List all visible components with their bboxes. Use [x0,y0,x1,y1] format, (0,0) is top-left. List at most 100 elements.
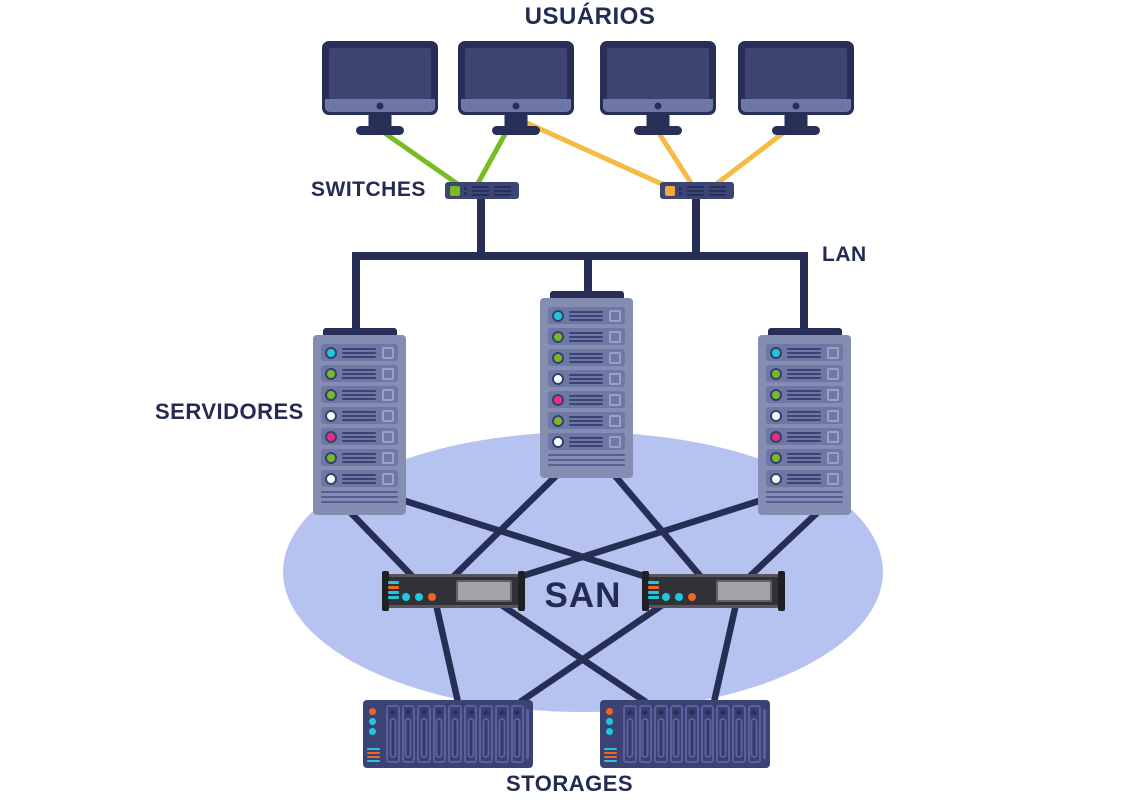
storage-led-dots [606,708,613,735]
server-rack-unit [766,365,843,382]
storage-drive-slot [479,705,493,763]
server-rack-unit [321,344,398,361]
server-unit-port [827,430,839,443]
san-bottom-edge [648,605,779,608]
server-top-cap [549,291,624,298]
server-unit-lines [787,452,821,463]
server-unit-lines [342,368,376,379]
storage-drive-bays [386,705,525,763]
server-unit-lines [569,310,603,321]
server-rack-unit [548,328,625,345]
monitor-stand-neck [504,113,528,130]
server-unit-led [770,367,782,380]
monitor-camera-dot [792,102,800,109]
server-unit-led [770,388,782,401]
server-unit-led [325,388,337,401]
switch-vent [709,185,726,196]
switch-2 [660,182,734,199]
server-unit-led [325,367,337,380]
server-unit-lines [569,415,603,426]
switch-1 [445,182,519,199]
server-rack-unit [766,428,843,445]
server-1 [313,328,406,515]
server-unit-port [609,309,621,322]
storage-end-bar [526,709,529,759]
server-unit-lines [787,473,821,484]
monitor-stand-neck [784,113,808,130]
storage-drive-slot [669,705,684,763]
storage-led-bars [604,748,617,762]
switch-vent [472,185,489,196]
switch-status-led [450,185,460,196]
server-rack-unit [766,344,843,361]
storage-drive-slot [463,705,478,763]
monitor-stand-base [634,126,682,135]
server-unit-lines [569,436,603,447]
monitor-camera-dot [654,102,662,109]
san-led-bars [388,581,399,599]
server-unit-port [382,472,394,485]
server-rack-unit [548,307,625,324]
server-unit-port [609,351,621,364]
storage-drive-bays [623,705,762,763]
storage-drive-slot [494,705,509,763]
server-unit-lines [342,347,376,358]
server-unit-port [609,372,621,385]
monitor-bezel [325,99,435,112]
san-link-server-3-san-2 [745,509,821,581]
san-display-panel [716,580,772,602]
san-link-server-3-san-1 [515,496,763,582]
monitor-screen [465,48,567,100]
san-link-san-1-storage-2 [498,601,648,705]
server-unit-port [609,414,621,427]
server-3 [758,328,851,515]
san-link-server-1-san-2 [401,496,651,582]
server-rack-unit [766,470,843,487]
monitor-bezel [603,99,713,112]
server-unit-lines [342,431,376,442]
server-unit-led [770,472,782,485]
monitor-screen [329,48,431,100]
server-unit-lines [342,389,376,400]
switch-vent [687,185,704,196]
san-link-san-1-storage-1 [432,603,462,703]
server-unit-led [552,435,564,448]
san-top-edge [388,574,519,577]
san-link-server-2-san-1 [449,467,565,581]
server-unit-port [827,472,839,485]
server-rack-unit [548,433,625,450]
storage-led-dots [369,708,376,735]
san-link-server-1-san-1 [347,509,417,581]
server-unit-led [325,346,337,359]
server-unit-lines [342,473,376,484]
monitor-screen [745,48,847,100]
server-unit-port [827,388,839,401]
server-rack-unit [548,370,625,387]
san-link-san-2-storage-1 [518,601,666,705]
san-link-san-2-storage-2 [710,603,740,703]
server-unit-led [325,451,337,464]
server-rack-unit [321,428,398,445]
monitor-stand-base [492,126,540,135]
server-unit-lines [569,373,603,384]
san-display-panel [456,580,512,602]
server-rack-unit [321,470,398,487]
server-rack-unit [321,386,398,403]
server-unit-led [770,346,782,359]
server-unit-lines [787,389,821,400]
storage-end-bar [763,709,766,759]
cable-monitor-2-switch-1 [474,124,512,188]
storage-drive-slot [401,705,416,763]
storage-drive-slot [638,705,653,763]
server-unit-port [827,346,839,359]
san-left-cap [642,571,649,611]
storage-drive-slot [716,705,730,763]
server-unit-lines [787,410,821,421]
server-unit-led [325,409,337,422]
server-top-cap [767,328,842,335]
monitor-3 [600,41,716,135]
server-unit-lines [569,352,603,363]
